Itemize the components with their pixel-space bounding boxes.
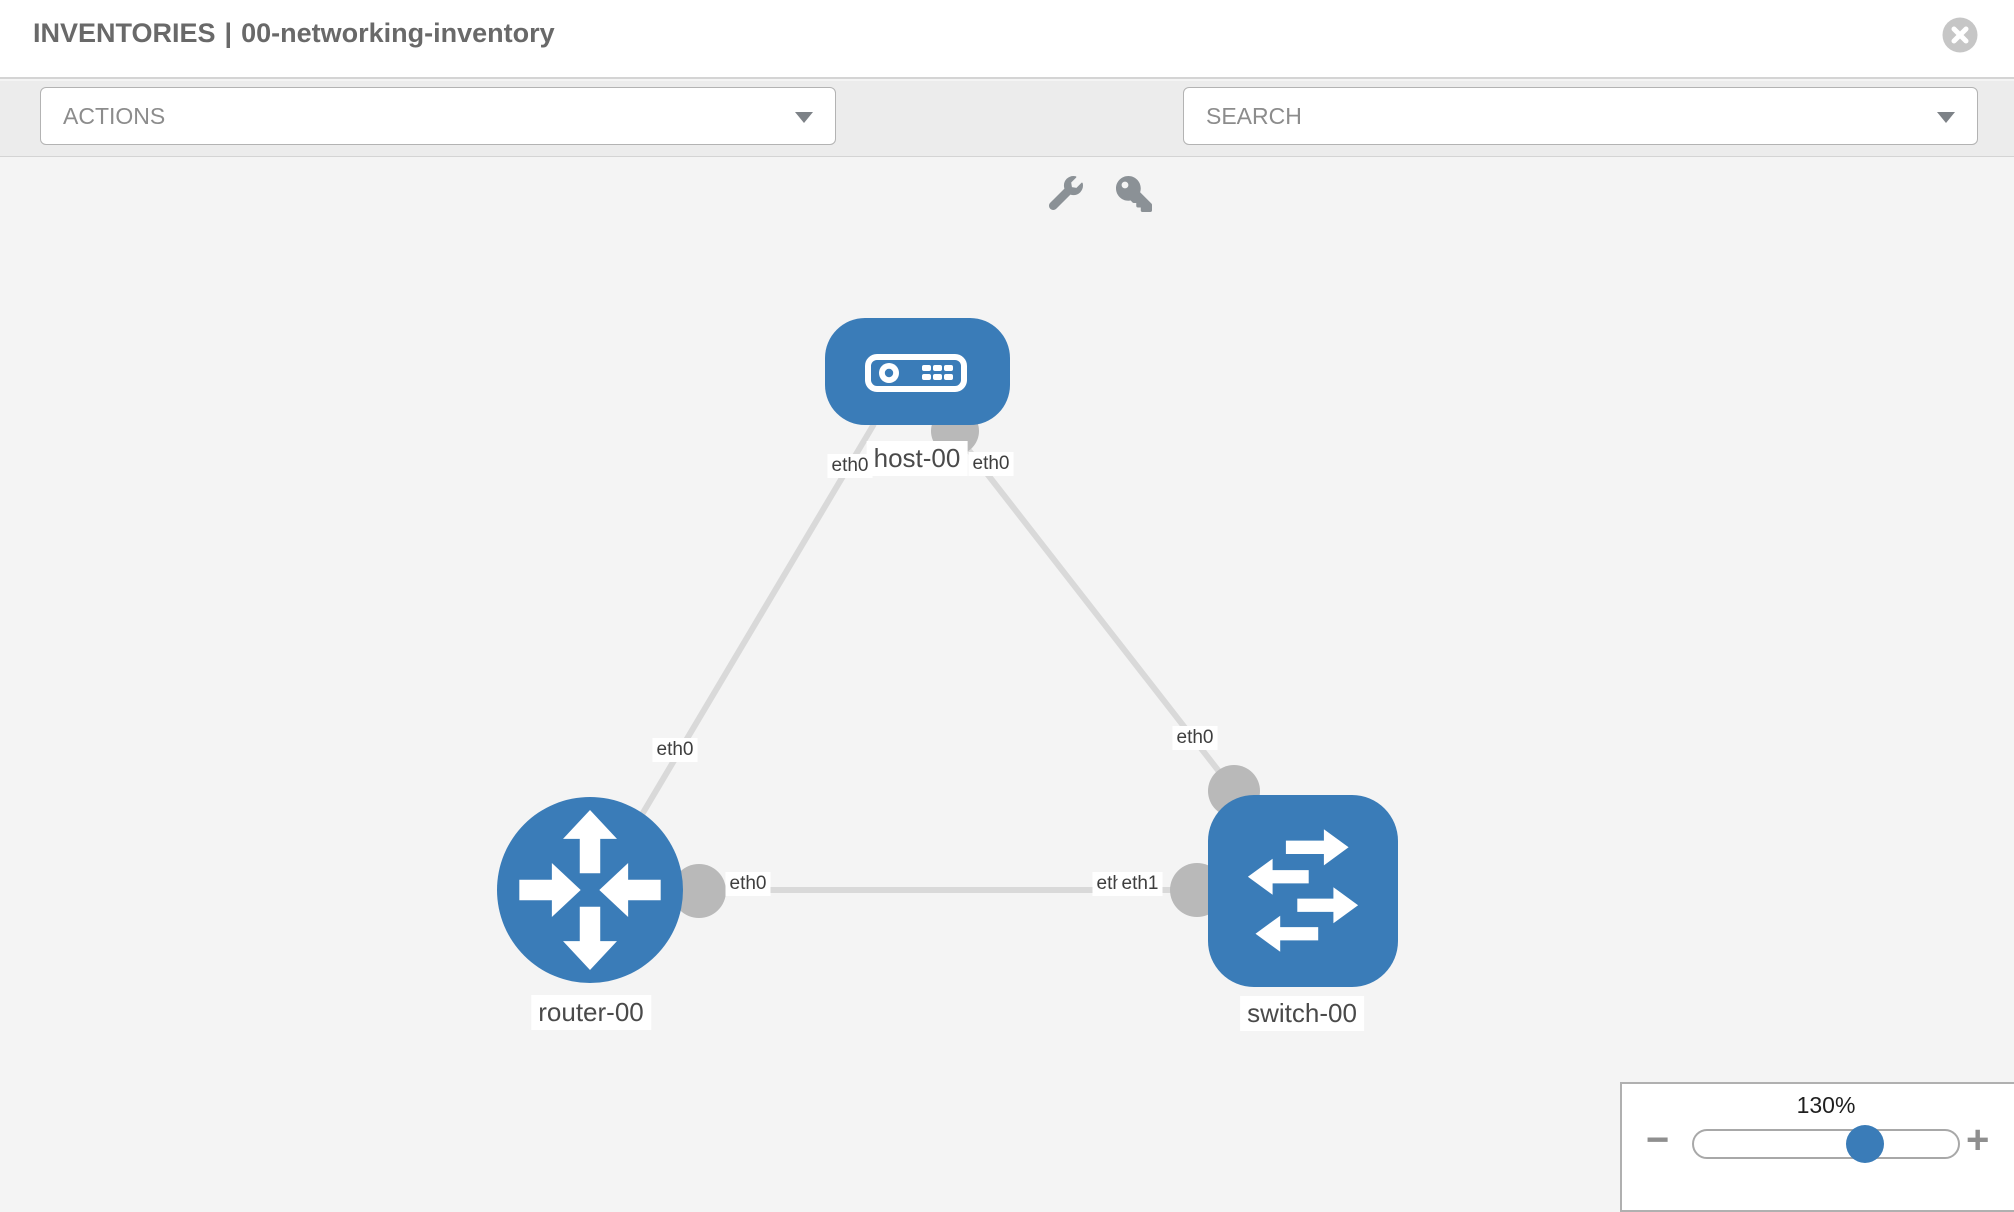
close-icon [1942,17,1978,53]
router-icon [519,810,661,970]
port-label-host-left: eth0 [827,454,873,478]
node-router-00[interactable] [497,797,683,983]
search-dropdown[interactable]: SEARCH [1183,87,1978,145]
zoom-value: 130% [1796,1092,1856,1118]
page-title: INVENTORIES | 00-networking-inventory [33,18,564,49]
key-button[interactable] [1116,176,1152,217]
link-host-router[interactable] [625,422,877,840]
port-label-switch-eth1: eth1 [1117,872,1163,896]
key-icon [1116,176,1152,212]
breadcrumb: INVENTORIES [33,18,216,48]
actions-dropdown[interactable]: ACTIONS [40,87,836,145]
inventory-name: 00-networking-inventory [241,18,555,48]
switch-icon [1247,829,1359,952]
close-button[interactable] [1942,17,1978,53]
interface-circle-router[interactable] [672,864,726,918]
zoom-panel: 130% − + [1620,1082,2014,1212]
zoom-out-button[interactable]: − [1646,1118,1670,1162]
node-label-host: host-00 [866,441,968,476]
toolbar: ACTIONS SEARCH [0,81,2014,212]
search-dropdown-label: SEARCH [1206,102,1302,129]
node-switch-00[interactable] [1208,795,1398,987]
zoom-in-button[interactable]: + [1966,1118,1990,1162]
port-label-router-right: eth0 [725,872,771,896]
node-host-00[interactable] [825,318,1010,425]
port-label-host-right: eth0 [968,452,1014,476]
port-label-switch-top: eth0 [1172,726,1218,750]
wrench-icon [1048,176,1083,211]
header: INVENTORIES | 00-networking-inventory [0,0,2014,79]
host-icon [865,354,967,392]
chevron-down-icon [1937,112,1955,123]
node-label-router: router-00 [531,995,651,1030]
node-label-switch: switch-00 [1240,996,1364,1031]
port-label-router-top: eth0 [652,738,698,762]
title-separator: | [224,18,233,48]
zoom-slider-thumb[interactable] [1846,1125,1884,1163]
actions-dropdown-label: ACTIONS [63,102,166,129]
zoom-slider-track[interactable] [1692,1129,1960,1159]
wrench-button[interactable] [1048,176,1083,215]
chevron-down-icon [795,112,813,123]
